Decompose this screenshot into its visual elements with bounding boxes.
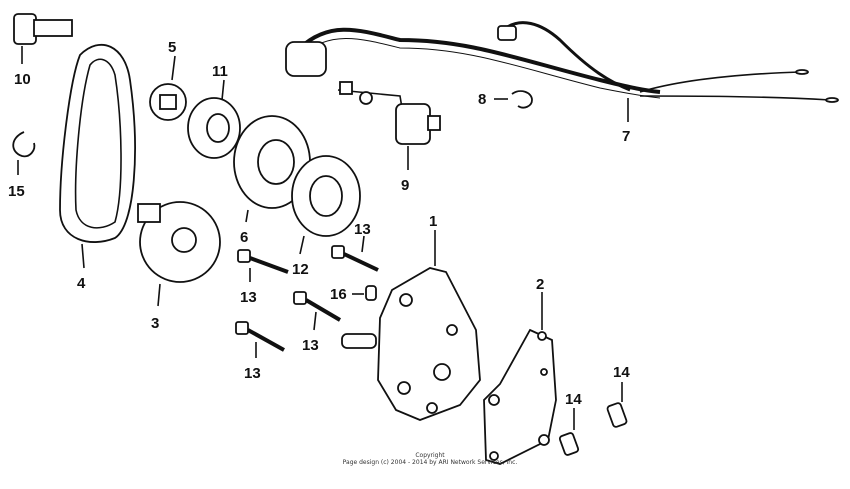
bolt-part-13c[interactable] [293,291,342,331]
callout-13-d: 13 [354,221,371,238]
oil-pump-part-1[interactable] [341,230,481,421]
callout-10: 10 [14,71,31,88]
callout-11: 11 [212,63,228,80]
callout-9: 9 [401,177,409,194]
switch-part-9[interactable] [285,27,661,170]
callout-12: 12 [292,261,309,278]
large-sprocket-part-3[interactable] [137,201,221,307]
copyright-line-2: Page design (c) 2004 - 2014 by ARI Netwo… [342,459,518,466]
bolt-part-13b[interactable] [235,321,285,358]
copyright-line-1: Copyright [415,452,445,459]
small-sprocket-part-5[interactable] [149,55,187,121]
callout-4: 4 [77,275,86,292]
clip-ring-part-15[interactable] [12,131,36,175]
callout-7: 7 [622,128,630,145]
bolt-part-13a[interactable] [237,249,289,282]
callout-2: 2 [536,276,544,293]
copyright-notice: Copyright Page design (c) 2004 - 2014 by… [330,452,530,466]
plate-part-12[interactable] [291,155,361,255]
callout-13-b: 13 [244,365,261,382]
wire-clip-part-8[interactable] [494,90,533,109]
callout-16: 16 [330,286,347,303]
cam-chain-part-4[interactable] [59,44,136,269]
callout-6: 6 [240,229,248,246]
callout-13-c: 13 [302,337,319,354]
pump-cover-part-2[interactable] [483,292,557,465]
callout-14-b: 14 [613,364,630,381]
callout-8: 8 [478,91,486,108]
washer-part-11[interactable] [187,79,241,159]
callout-14-a: 14 [565,391,582,408]
dowel-part-14b[interactable] [606,382,628,428]
bolt-part-13d[interactable] [331,235,379,272]
callout-1: 1 [429,213,437,230]
dowel-part-14a[interactable] [558,408,580,456]
callout-15: 15 [8,183,25,200]
bolt-part-10[interactable] [13,13,73,64]
callout-3: 3 [151,315,159,332]
wire-harness-part-7[interactable] [497,21,839,122]
callout-5: 5 [168,39,176,56]
dowel-pin-part-16[interactable] [352,285,377,301]
callout-13-a: 13 [240,289,257,306]
